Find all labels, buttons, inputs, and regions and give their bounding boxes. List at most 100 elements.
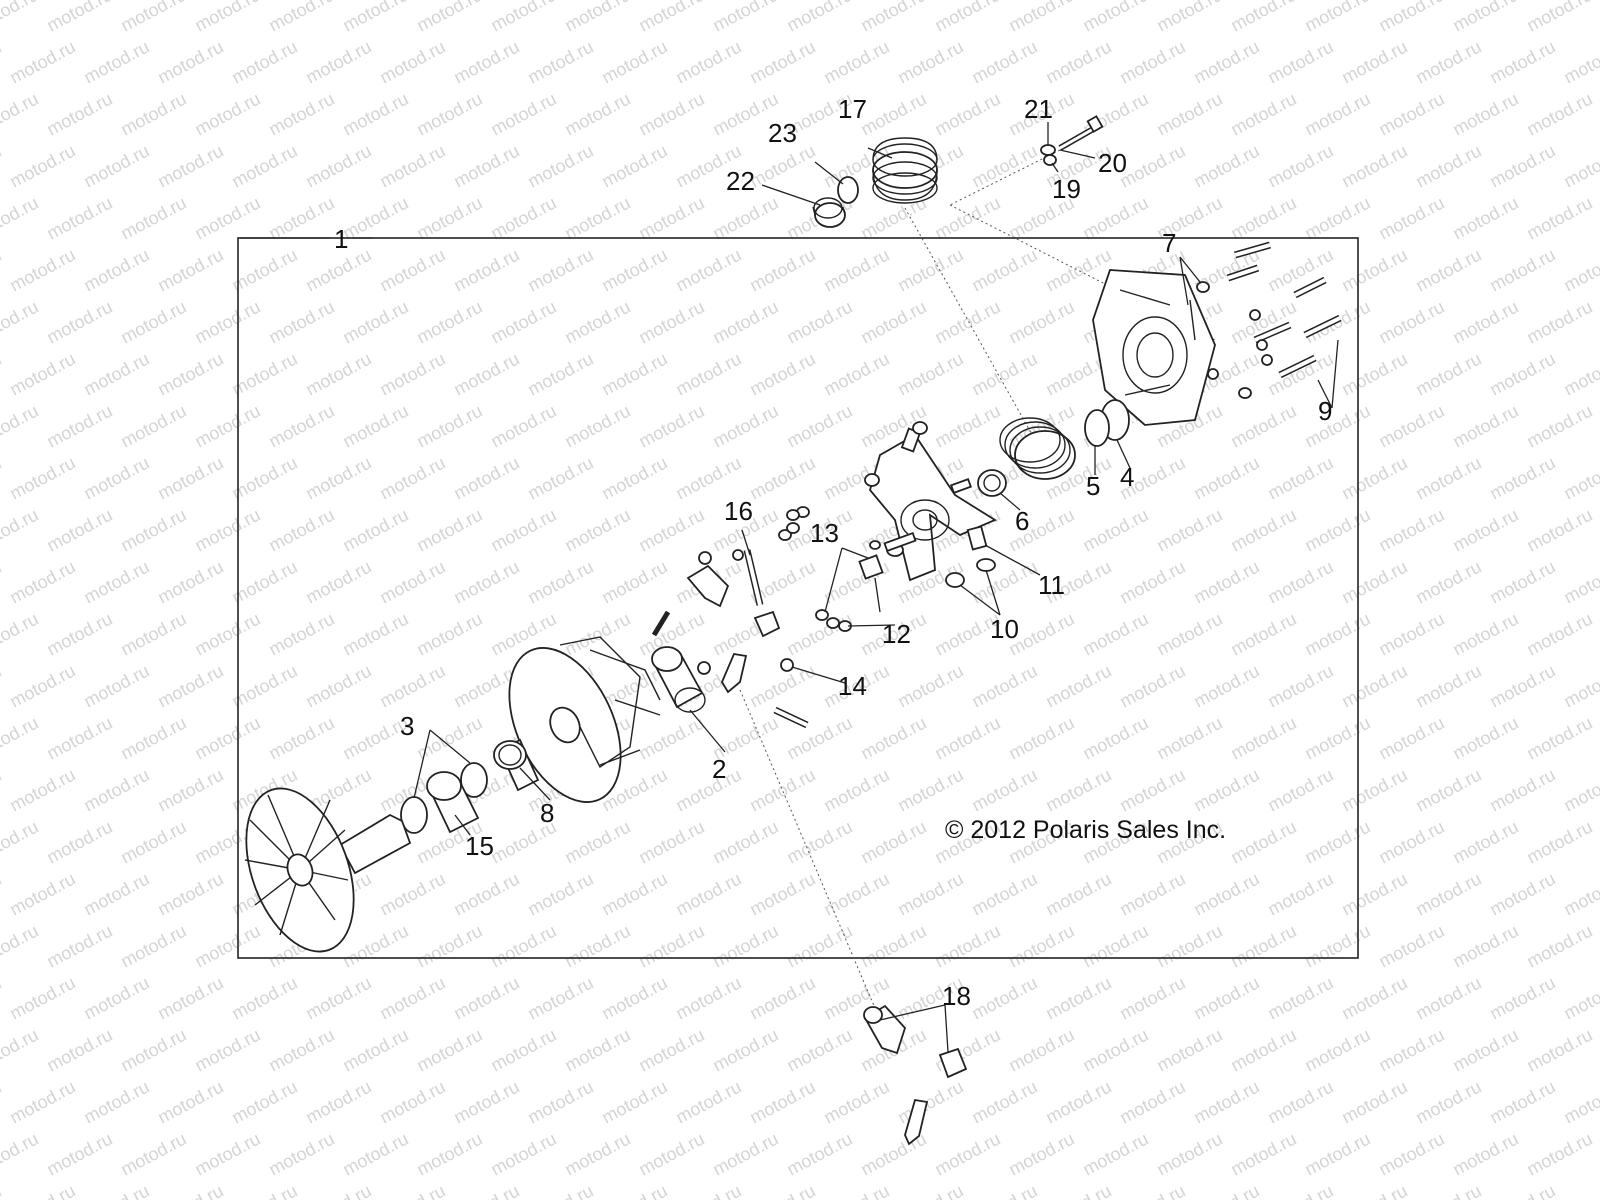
watermark-text: motod.ru [1227,1129,1299,1180]
watermark-text: motod.ru [931,297,1003,348]
callout-21: 21 [1024,94,1053,124]
watermark-text: motod.ru [709,1129,781,1180]
watermark-text: motod.ru [598,869,670,920]
watermark-text: motod.ru [1486,1181,1558,1200]
watermark-text: motod.ru [487,401,559,452]
watermark-text: motod.ru [857,713,929,764]
watermark-text: motod.ru [265,89,337,140]
watermark-text: motod.ru [1190,661,1262,712]
watermark-text: motod.ru [1560,453,1600,504]
watermark-text: motod.ru [376,661,448,712]
watermark-text: motod.ru [1449,1025,1521,1076]
watermark-text: motod.ru [635,1129,707,1180]
watermark-text: motod.ru [376,1181,448,1200]
watermark-text: motod.ru [80,245,152,296]
watermark-text: motod.ru [1486,973,1558,1024]
watermark-text: motod.ru [1486,1077,1558,1128]
watermark-text: motod.ru [80,973,152,1024]
watermark-text: motod.ru [1153,1129,1225,1180]
watermark-text: motod.ru [191,193,263,244]
watermark-text: motod.ru [228,557,300,608]
watermark-text: motod.ru [1116,661,1188,712]
watermark-text: motod.ru [450,869,522,920]
watermark-text: motod.ru [413,609,485,660]
watermark-text: motod.ru [635,0,707,36]
watermark-text: motod.ru [1486,869,1558,920]
watermark-text: motod.ru [413,297,485,348]
watermark-text: motod.ru [1264,245,1336,296]
watermark-text: motod.ru [0,609,42,660]
watermark-text: motod.ru [1449,713,1521,764]
watermark-text: motod.ru [709,193,781,244]
watermark-text: motod.ru [1153,505,1225,556]
watermark-text: motod.ru [191,297,263,348]
watermark-text: motod.ru [1412,141,1484,192]
watermark-text: motod.ru [376,349,448,400]
watermark-text: motod.ru [80,37,152,88]
watermark-text: motod.ru [857,817,929,868]
watermark-text: motod.ru [228,973,300,1024]
watermark-text: motod.ru [1301,817,1373,868]
watermark-text: motod.ru [1412,869,1484,920]
watermark-text: motod.ru [598,453,670,504]
pin-part-16 [743,549,764,606]
watermark-text: motod.ru [154,245,226,296]
watermark-text: motod.ru [857,297,929,348]
watermark-text: motod.ru [1560,141,1600,192]
watermark-text: motod.ru [635,297,707,348]
watermark-text: motod.ru [1338,973,1410,1024]
watermark-text: motod.ru [672,765,744,816]
bushing-part-2 [651,646,706,713]
callout-2: 2 [712,754,726,784]
watermark-text: motod.ru [413,401,485,452]
watermark-text: motod.ru [1560,1077,1600,1128]
callout-20: 20 [1098,148,1127,178]
watermark-text: motod.ru [154,973,226,1024]
watermark-text: motod.ru [191,713,263,764]
nut-upper [698,551,712,565]
watermark-text: motod.ru [931,921,1003,972]
watermark-text: motod.ru [450,1077,522,1128]
watermark-text: motod.ru [1523,401,1595,452]
watermark-text: motod.ru [1523,505,1595,556]
watermark-text: motod.ru [746,765,818,816]
watermark-text: motod.ru [1227,817,1299,868]
watermark-text: motod.ru [0,817,42,868]
watermark-text: motod.ru [1301,609,1373,660]
flyweight-lower [720,652,748,694]
watermark-text: motod.ru [1301,505,1373,556]
watermark-text: motod.ru [931,0,1003,36]
watermark-text: motod.ru [1560,765,1600,816]
watermark-text: motod.ru [154,1077,226,1128]
assembly-axis-lines [739,149,1216,1021]
watermark-text: motod.ru [1190,1077,1262,1128]
watermark-text: motod.ru [1079,713,1151,764]
watermark-text: motod.ru [6,973,78,1024]
watermark-text: motod.ru [1412,973,1484,1024]
watermark-text: motod.ru [524,1077,596,1128]
bushing-part-15 [426,771,480,834]
watermark-text: motod.ru [487,1129,559,1180]
watermark-text: motod.ru [0,869,5,920]
watermark-text: motod.ru [487,193,559,244]
watermark-text: motod.ru [6,37,78,88]
watermark-text: motod.ru [1412,453,1484,504]
watermark-text: motod.ru [265,1025,337,1076]
watermark-text: motod.ru [265,609,337,660]
callout-18: 18 [942,981,971,1011]
watermark-text: motod.ru [450,37,522,88]
watermark-text: motod.ru [450,245,522,296]
watermark-text: motod.ru [0,765,5,816]
watermark-text: motod.ru [1079,0,1151,36]
watermark-text: motod.ru [228,245,300,296]
watermark-text: motod.ru [1486,245,1558,296]
watermark-text: motod.ru [894,1181,966,1200]
watermark-text: motod.ru [1116,1077,1188,1128]
watermark-text: motod.ru [154,349,226,400]
watermark-text: motod.ru [1227,89,1299,140]
watermark-text: motod.ru [487,89,559,140]
watermark-text: motod.ru [561,1025,633,1076]
watermark-text: motod.ru [709,401,781,452]
watermark-text: motod.ru [524,453,596,504]
